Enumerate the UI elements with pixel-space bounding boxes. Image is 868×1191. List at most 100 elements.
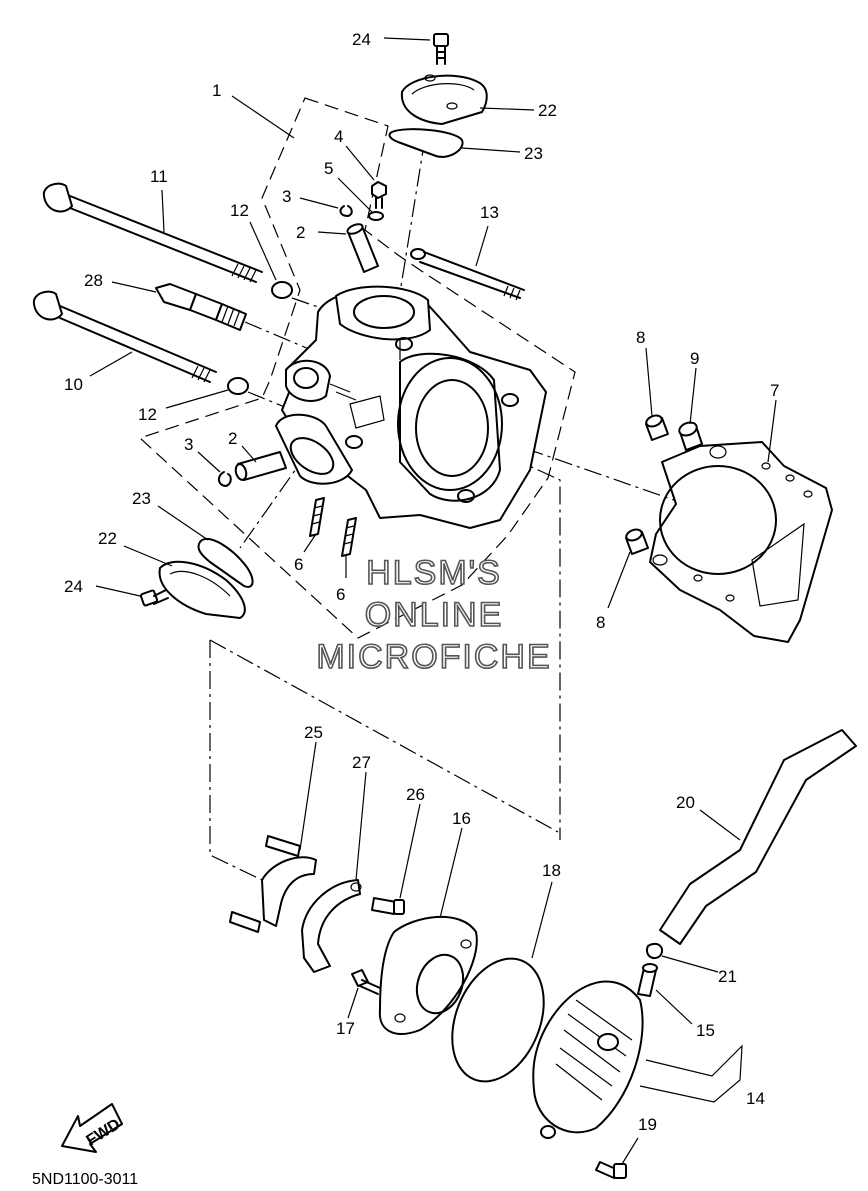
leader-23b [157, 505, 209, 541]
washer-12-bottom [227, 377, 249, 395]
callout-16: 16 [452, 809, 471, 828]
leader-6a [303, 533, 317, 553]
callout-15: 15 [696, 1021, 715, 1040]
leader-27 [355, 771, 367, 881]
bracket-27 [301, 879, 362, 973]
washer-12-top [271, 281, 293, 299]
leader-13 [475, 225, 489, 267]
callout-14: 14 [746, 1089, 765, 1108]
o-ring-18 [451, 957, 545, 1083]
callout-24-top: 24 [352, 30, 371, 49]
leader-28 [111, 281, 157, 293]
alignment-line-lower-box [209, 417, 561, 881]
leader-10 [89, 351, 133, 377]
bolt-24-top [433, 33, 449, 65]
leader-2b [241, 445, 257, 463]
stud-6-b [341, 517, 357, 557]
dowel-8-top [645, 414, 669, 441]
dowel-2-top [346, 223, 379, 273]
leader-2a [317, 231, 347, 235]
cover-14 [532, 980, 644, 1139]
callout-25: 25 [304, 723, 323, 742]
leader-20 [699, 809, 741, 841]
bolt-17 [351, 969, 381, 995]
callout-2-top: 2 [296, 223, 305, 242]
leader-9 [689, 367, 697, 425]
head-assembly-dashed-outline [138, 97, 576, 639]
leader-15 [655, 989, 693, 1025]
leader-7 [767, 399, 777, 463]
callout-19: 19 [638, 1115, 657, 1134]
stud-6-a [309, 497, 325, 537]
callout-23-top: 23 [524, 144, 543, 163]
leader-24b [95, 585, 141, 597]
alignment-line-28 [244, 321, 317, 353]
leader-8a [645, 347, 653, 417]
bolt-4 [371, 181, 387, 209]
callout-13: 13 [480, 203, 499, 222]
fitting-15 [637, 963, 658, 997]
watermark-line-3: MICROFICHE [316, 638, 551, 676]
clip-3-bottom [218, 471, 232, 487]
callout-6-a: 6 [294, 555, 303, 574]
callout-2-bottom: 2 [228, 429, 237, 448]
callout-28: 28 [84, 271, 103, 290]
leader-23a [461, 147, 521, 153]
alignment-line-left-cover [239, 451, 309, 549]
callout-21: 21 [718, 967, 737, 986]
collar-9 [678, 421, 703, 451]
spark-plug-28 [155, 283, 247, 331]
bolt-10 [32, 290, 217, 383]
leader-26 [399, 803, 421, 899]
callout-3-bottom: 3 [184, 435, 193, 454]
callout-12-bottom: 12 [138, 405, 157, 424]
watermark-line-2: ONLINE [365, 596, 504, 634]
watermark-line-1: HLSM'S [366, 554, 502, 592]
leader-4 [345, 145, 375, 181]
callout-7: 7 [770, 381, 779, 400]
clamp-21 [646, 942, 664, 960]
leader-25 [299, 741, 317, 851]
callout-22-left: 22 [98, 529, 117, 548]
leader-1 [231, 95, 295, 139]
callout-12-top: 12 [230, 201, 249, 220]
callout-8-bottom: 8 [596, 613, 605, 632]
callout-22-top: 22 [538, 101, 557, 120]
leader-3a [299, 197, 339, 209]
leader-22a [479, 107, 535, 111]
cylinder-head-1 [275, 285, 547, 529]
leader-14 [639, 1044, 743, 1103]
gasket-23-left [197, 537, 254, 588]
callout-23-left: 23 [132, 489, 151, 508]
leader-16 [439, 827, 463, 919]
leader-8b [607, 551, 631, 609]
alignment-line-top [397, 137, 426, 306]
bolt-26 [371, 897, 405, 915]
dowel-8-bottom [625, 528, 649, 555]
leader-18 [531, 881, 553, 959]
callout-26: 26 [406, 785, 425, 804]
callout-10: 10 [64, 375, 83, 394]
leader-12b [165, 389, 229, 409]
callout-5: 5 [324, 159, 333, 178]
cover-22-left [158, 560, 246, 619]
leader-21 [661, 955, 719, 973]
callout-1: 1 [212, 81, 221, 100]
callout-6-b: 6 [336, 585, 345, 604]
callout-4: 4 [334, 127, 343, 146]
leader-19 [621, 1137, 639, 1165]
callout-27: 27 [352, 753, 371, 772]
callout-24-left: 24 [64, 577, 83, 596]
callout-20: 20 [676, 793, 695, 812]
dowel-2-bottom [234, 451, 287, 481]
leader-5 [337, 177, 373, 213]
hose-20 [659, 729, 857, 945]
cylinder-gasket-7 [649, 441, 833, 643]
callout-11: 11 [150, 167, 168, 186]
bolt-13 [410, 248, 525, 301]
leader-24a [383, 37, 431, 41]
callout-18: 18 [542, 861, 561, 880]
callout-17: 17 [336, 1019, 355, 1038]
callout-3-top: 3 [282, 187, 291, 206]
